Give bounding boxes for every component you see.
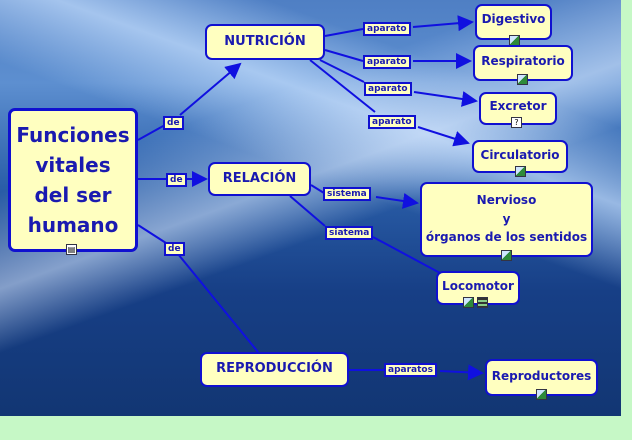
link-label-aparato[interactable]: aparato	[368, 115, 416, 129]
unknown-file-icon[interactable]: ?	[511, 117, 522, 128]
link-label-sistema[interactable]: sistema	[323, 187, 371, 201]
main-concept-line: Funciones	[16, 123, 130, 147]
link-label-de[interactable]: de	[164, 242, 185, 256]
image-icon[interactable]	[536, 389, 547, 400]
image-icon[interactable]	[517, 74, 528, 85]
link-label-de[interactable]: de	[163, 116, 184, 130]
image-icon[interactable]	[501, 250, 512, 261]
concept-label: Respiratorio	[481, 54, 565, 68]
link-label-de[interactable]: de	[166, 173, 187, 187]
concept-label: Locomotor	[442, 279, 514, 293]
concept-label: Nervioso	[476, 193, 537, 207]
concept-label: Circulatorio	[480, 148, 560, 162]
concept-label: Excretor	[489, 99, 547, 113]
link-label-aparato[interactable]: aparato	[364, 82, 412, 96]
concept-label: Digestivo	[481, 12, 546, 26]
concept-label: RELACIÓN	[222, 170, 297, 186]
image-icon[interactable]	[463, 297, 474, 308]
concept-nervioso[interactable]: Nervioso y órganos de los sentidos	[420, 182, 593, 257]
main-concept-line: humano	[27, 213, 119, 237]
concept-circulatorio[interactable]: Circulatorio	[472, 140, 568, 173]
main-concept-node[interactable]: Funciones vitales del ser humano	[8, 108, 138, 252]
connection-lines	[137, 15, 484, 381]
concept-digestivo[interactable]: Digestivo	[475, 4, 552, 40]
image-icon[interactable]	[515, 166, 526, 177]
concept-relacion[interactable]: RELACIÓN	[208, 162, 311, 196]
concept-nutricion[interactable]: NUTRICIÓN	[205, 24, 325, 60]
concept-label: Reproductores	[491, 369, 592, 383]
concept-label: NUTRICIÓN	[224, 33, 306, 49]
video-icon[interactable]	[477, 297, 488, 308]
concept-label: y	[502, 211, 511, 226]
link-label-aparatos[interactable]: aparatos	[384, 363, 437, 377]
main-concept-line: del ser	[34, 183, 112, 207]
concept-label: REPRODUCCIÓN	[216, 361, 333, 377]
concept-label: órganos de los sentidos	[425, 230, 588, 245]
link-label-aparato[interactable]: aparato	[363, 22, 411, 36]
link-label-aparato[interactable]: aparato	[363, 55, 411, 69]
concept-reproduccion[interactable]: REPRODUCCIÓN	[200, 352, 349, 387]
concept-map-canvas: Funciones vitales del ser humano ▤ NUTRI…	[0, 0, 621, 416]
document-icon[interactable]: ▤	[66, 244, 77, 255]
main-concept-line: vitales	[35, 153, 111, 177]
link-label-siatema[interactable]: siatema	[325, 226, 374, 240]
